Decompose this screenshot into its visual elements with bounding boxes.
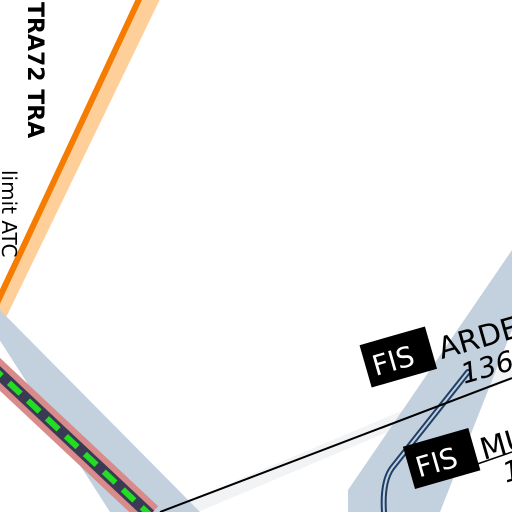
tra-note-label: limit ATC — [0, 170, 21, 258]
fis-boundary-band — [348, 250, 512, 512]
fis-label-arde[interactable]: FIS ARDE 136. — [359, 302, 512, 416]
airspace-band-left — [0, 310, 200, 512]
tra-buffer-band — [0, 0, 160, 330]
tra-boundary — [0, 0, 160, 330]
tra-name-label: TRA72 TRA — [22, 2, 47, 138]
airway-line — [159, 377, 512, 512]
fis-badge — [402, 427, 481, 490]
fis-frequency: 1 — [499, 453, 512, 490]
national-border — [0, 357, 159, 512]
fis-label-mu[interactable]: FIS MU 1 — [402, 413, 512, 512]
tra-boundary-line — [0, 0, 142, 304]
fis-boundary-line-inner — [382, 371, 469, 512]
fis-badge — [359, 326, 438, 388]
